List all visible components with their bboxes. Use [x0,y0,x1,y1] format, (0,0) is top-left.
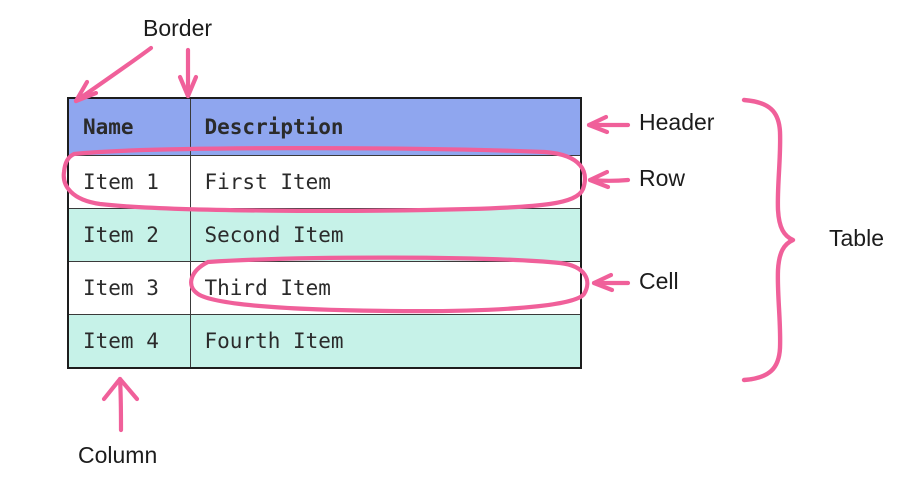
border-arrow-diagonal-icon [73,45,154,104]
table-row: Item 2 Second Item [67,208,582,262]
table-header: Name Description [67,97,582,156]
annotation-label-border: Border [143,15,213,41]
table-row: Item 4 Fourth Item [67,314,582,369]
column-header-description: Description [189,97,582,156]
cell-name: Item 4 [67,314,191,369]
demo-table: Name Description Item 1 First Item Item … [67,97,582,369]
table-row: Item 1 First Item [67,155,582,209]
header-row: Name Description [67,97,582,156]
border-arrow-vertical-icon [177,47,199,99]
cell-name: Item 1 [67,155,191,209]
header-arrow-icon [586,114,631,135]
annotation-label-column: Column [78,442,158,468]
cell-arrow-icon [591,272,631,293]
cell-description: Second Item [189,208,582,262]
annotation-label-table: Table [829,225,884,251]
column-header-name: Name [67,97,191,156]
annotation-label-cell: Cell [639,268,679,294]
cell-name: Item 2 [67,208,191,262]
cell-description: Fourth Item [189,314,582,369]
cell-description: Third Item [189,261,582,315]
annotation-label-row: Row [639,165,686,191]
annotation-label-header: Header [639,109,715,135]
cell-description: First Item [189,155,582,209]
cell-name: Item 3 [67,261,191,315]
table-body: Item 1 First Item Item 2 Second Item Ite… [67,155,582,369]
row-arrow-icon [587,169,631,190]
table-curly-brace-icon [741,97,796,383]
table-row: Item 3 Third Item [67,261,582,315]
table-container: Name Description Item 1 First Item Item … [67,97,582,369]
column-arrow-icon [101,376,140,433]
